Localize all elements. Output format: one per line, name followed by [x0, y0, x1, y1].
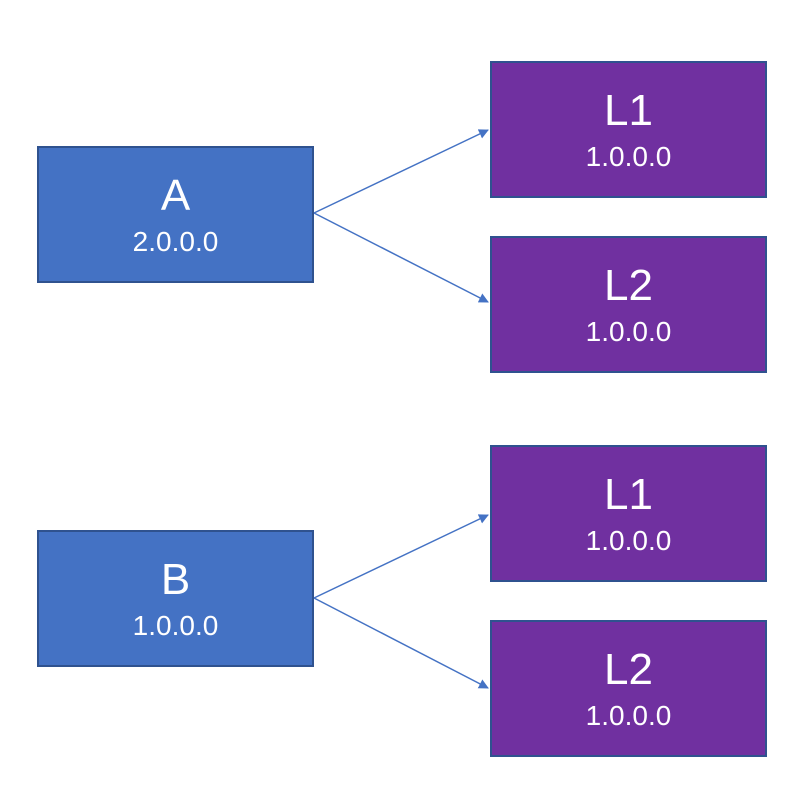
node-a-child-l2-version: 1.0.0.0: [585, 315, 672, 347]
node-b-child-l2: L2 1.0.0.0: [490, 620, 767, 757]
node-a-name: A: [160, 170, 191, 220]
node-b-child-l1: L1 1.0.0.0: [490, 445, 767, 582]
node-b-name: B: [160, 554, 191, 604]
node-b-version: 1.0.0.0: [132, 609, 219, 641]
node-b-child-l2-name: L2: [604, 644, 653, 694]
node-b: B 1.0.0.0: [37, 530, 314, 667]
node-a-child-l2-name: L2: [604, 260, 653, 310]
node-a-child-l1-version: 1.0.0.0: [585, 140, 672, 172]
node-a-child-l2: L2 1.0.0.0: [490, 236, 767, 373]
node-b-child-l1-name: L1: [604, 469, 653, 519]
node-a-child-l1: L1 1.0.0.0: [490, 61, 767, 198]
node-a-child-l1-name: L1: [604, 85, 653, 135]
node-b-child-l2-version: 1.0.0.0: [585, 699, 672, 731]
arrow-b-to-l2: [313, 597, 489, 689]
arrow-a-to-l2: [313, 212, 489, 303]
arrow-a-to-l1: [313, 129, 489, 214]
node-b-child-l1-version: 1.0.0.0: [585, 524, 672, 556]
node-a-version: 2.0.0.0: [132, 225, 219, 257]
arrow-b-to-l1: [313, 514, 489, 599]
node-a: A 2.0.0.0: [37, 146, 314, 283]
